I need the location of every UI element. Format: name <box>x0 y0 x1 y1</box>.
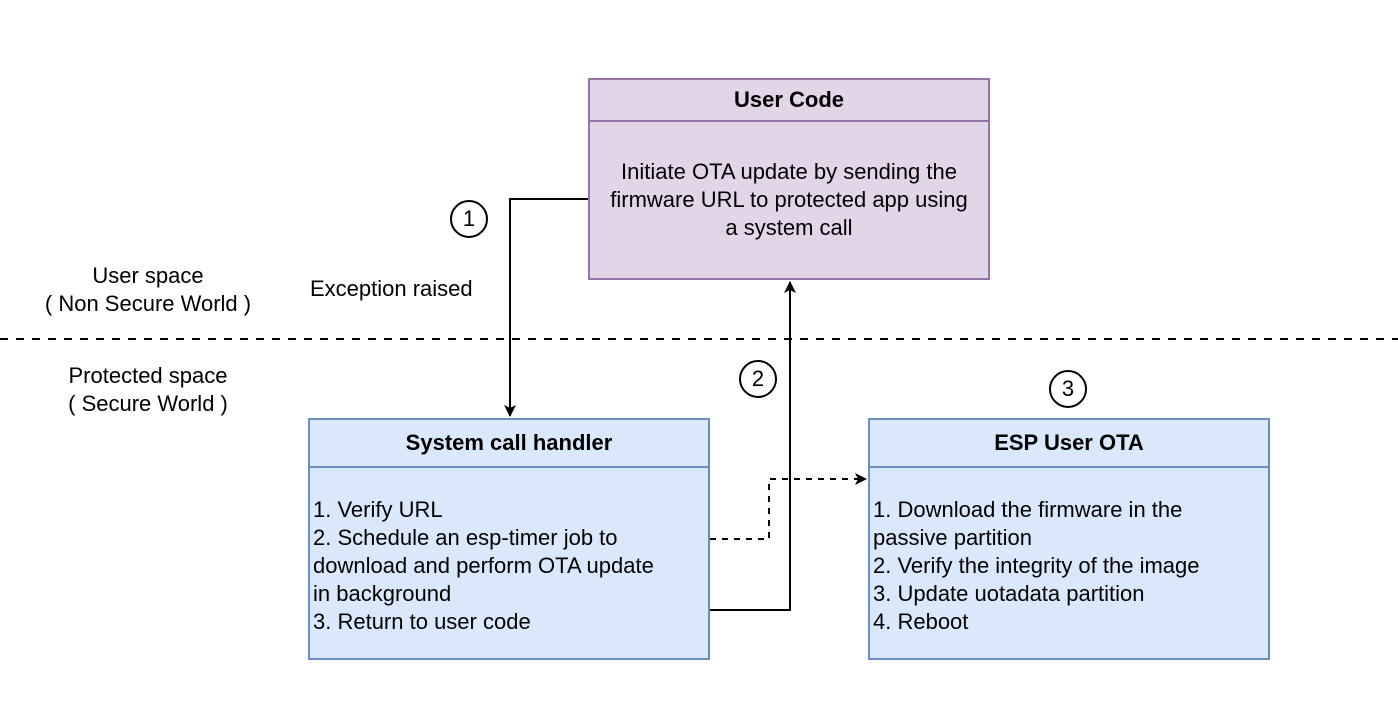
ota-line-5: 4. Reboot <box>873 609 969 634</box>
ota-line-2: passive partition <box>873 525 1032 550</box>
user-code-title: User Code <box>590 80 988 122</box>
user-space-label: User space ( Non Secure World ) <box>28 262 268 318</box>
user-code-node: User Code Initiate OTA update by sending… <box>588 78 990 280</box>
edge-user-to-syscall <box>504 198 588 417</box>
ota-line-3: 2. Verify the integrity of the image <box>873 553 1200 578</box>
syscall-line-2: 2. Schedule an esp-timer job to <box>313 525 618 550</box>
step-1-badge: 1 <box>450 200 488 238</box>
syscall-handler-body: 1. Verify URL 2. Schedule an esp-timer j… <box>310 468 708 658</box>
protected-space-title: Protected space <box>68 363 228 388</box>
step-3-badge: 3 <box>1049 370 1087 408</box>
esp-user-ota-title: ESP User OTA <box>870 420 1268 468</box>
user-space-subtitle: ( Non Secure World ) <box>44 291 252 316</box>
user-code-body: Initiate OTA update by sending the firmw… <box>590 122 988 278</box>
user-space-title: User space <box>92 263 204 288</box>
syscall-handler-node: System call handler 1. Verify URL 2. Sch… <box>308 418 710 660</box>
ota-line-4: 3. Update uotadata partition <box>873 581 1145 606</box>
esp-user-ota-node: ESP User OTA 1. Download the firmware in… <box>868 418 1270 660</box>
exception-raised-label: Exception raised <box>310 276 473 301</box>
edge-syscall-return-to-user <box>710 281 796 611</box>
protected-space-label: Protected space ( Secure World ) <box>28 362 268 418</box>
step-2-badge: 2 <box>739 360 777 398</box>
syscall-line-1: 1. Verify URL <box>313 497 443 522</box>
syscall-line-5: 3. Return to user code <box>313 609 531 634</box>
user-code-line-3: a system call <box>725 215 853 240</box>
syscall-handler-title: System call handler <box>310 420 708 468</box>
syscall-line-4: in background <box>313 581 452 606</box>
edge-syscall-to-ota <box>710 473 867 540</box>
protected-space-subtitle: ( Secure World ) <box>68 391 228 416</box>
esp-user-ota-body: 1. Download the firmware in the passive … <box>870 468 1268 658</box>
ota-line-1: 1. Download the firmware in the <box>873 497 1183 522</box>
syscall-line-3: download and perform OTA update <box>313 553 654 578</box>
user-code-line-2: firmware URL to protected app using <box>610 187 968 212</box>
user-code-line-1: Initiate OTA update by sending the <box>621 159 957 184</box>
